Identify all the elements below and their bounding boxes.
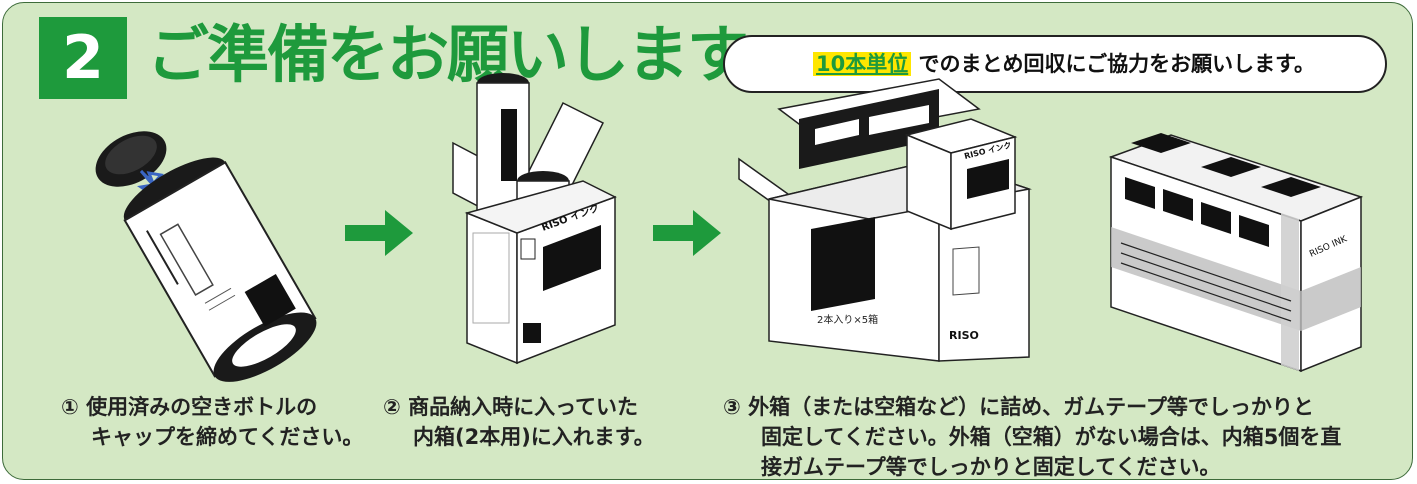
- arrow-right-icon: [345, 210, 413, 256]
- step-3-caption: ③ 外箱（または空箱など）に詰め、ガムテープ等でしっかりと 固定してください。外…: [723, 392, 1342, 479]
- step-1-line-2: キャップを締めてください。: [91, 425, 364, 449]
- step-2-line-2: 内箱(2本用)に入れます。: [413, 425, 655, 449]
- step-3-line-1: ③ 外箱（または空箱など）に詰め、ガムテープ等でしっかりと: [723, 395, 1314, 419]
- page-title: ご準備をお願いします: [147, 18, 749, 91]
- step-2-caption: ② 商品納入時に入っていた 内箱(2本用)に入れます。: [383, 392, 655, 452]
- notice-text: でのまとめ回収にご協力をお願いします。: [918, 52, 1316, 76]
- notice-banner: 10本単位 でのまとめ回収にご協力をお願いします。: [723, 35, 1387, 93]
- arrow-right-icon: [653, 210, 721, 256]
- tape-band: [1111, 213, 1361, 371]
- outer-box-label: 2本入り×5箱: [817, 313, 878, 326]
- step-3-line-3: 接ガムテープ等でしっかりと固定してください。: [761, 455, 1221, 479]
- ink-bottle: [123, 157, 317, 382]
- step-1-line-1: ① 使用済みの空きボトルの: [61, 395, 318, 419]
- inner-box-illustration: RISO インク: [452, 73, 617, 365]
- outer-box-illustration: 2本入り×5箱 RISO インク RISO: [738, 78, 1032, 362]
- notice-highlight: 10本単位: [813, 52, 912, 76]
- taped-boxes-illustration: RISO INK: [1108, 133, 1364, 373]
- step-3-line-2: 固定してください。外箱（空箱）がない場合は、内箱5個を直: [761, 425, 1342, 449]
- brand-logo: RISO: [949, 329, 979, 342]
- step-number-badge: 2: [39, 17, 127, 99]
- bottle-illustration: [95, 131, 317, 382]
- step-2-line-1: ② 商品納入時に入っていた: [383, 395, 639, 419]
- step-1-caption: ① 使用済みの空きボトルの キャップを締めてください。: [61, 392, 363, 452]
